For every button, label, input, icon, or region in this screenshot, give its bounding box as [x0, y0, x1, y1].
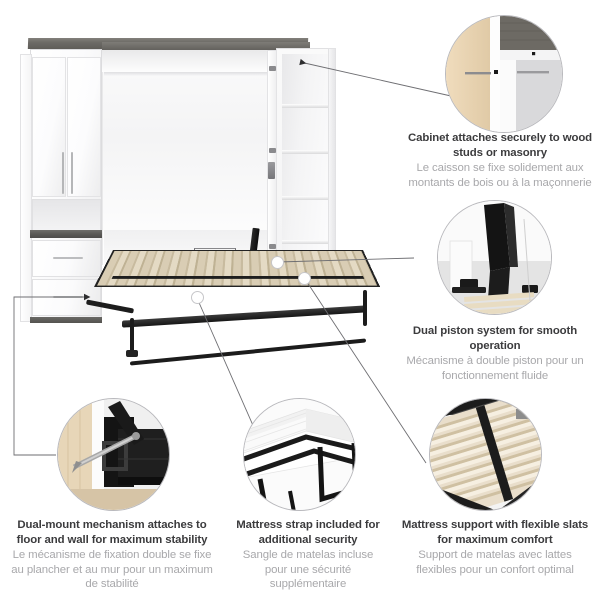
- callout-en-dual-piston: Dual piston system for smooth operation: [412, 325, 578, 352]
- bed-center-rail: [111, 276, 365, 279]
- callout-fr-dual-mount: Le mécanisme de fixation double se fixe …: [11, 549, 213, 591]
- door-handle-right: [71, 152, 73, 194]
- callout-text-mattress-strap: Mattress strap included for additional s…: [232, 518, 384, 592]
- bed-foot-cap: [126, 350, 138, 357]
- callout-text-dual-mount: Dual-mount mechanism attaches to floor a…: [8, 518, 216, 592]
- drawer-pull: [53, 296, 83, 298]
- bed-foot-bar: [130, 338, 366, 366]
- cabinet-door-left: [32, 57, 66, 197]
- callout-photo-dual-mount: [57, 398, 170, 511]
- callout-photo-cabinet-anchoring: [445, 15, 563, 133]
- bed-recess-inner-shadow: [104, 72, 276, 76]
- callout-en-mattress-strap: Mattress strap included for additional s…: [236, 519, 380, 546]
- drawer-pull: [53, 257, 83, 259]
- hotspot-mattress-strap[interactable]: [191, 291, 204, 304]
- callout-fr-dual-piston: Mécanisme à double piston pour un foncti…: [406, 355, 584, 382]
- hinge-icon: [269, 66, 276, 71]
- callout-text-mattress-support: Mattress support with flexible slats for…: [400, 518, 590, 577]
- callout-text-cabinet-anchoring: Cabinet attaches securely to wood studs …: [404, 131, 596, 190]
- cabinet-base-plinth: [30, 317, 102, 323]
- door-handle-left: [62, 152, 64, 194]
- bookcase-shelf: [282, 196, 328, 200]
- bookcase-shelf: [282, 104, 328, 108]
- bookcase-shelf: [282, 240, 328, 244]
- bed-recess-top-shadow: [102, 50, 278, 72]
- callout-photo-mattress-support: [429, 398, 542, 511]
- callout-fr-cabinet-anchoring: Le caisson se fixe solidement aux montan…: [408, 162, 592, 189]
- bookcase-side-panel: [328, 48, 336, 278]
- bed-front-rail: [122, 305, 366, 328]
- bed-recess-panel: [102, 50, 280, 265]
- hotspot-mattress-support[interactable]: [298, 272, 311, 285]
- storage-cabinet-side: [20, 54, 32, 322]
- bed-latch: [268, 162, 275, 179]
- callout-photo-dual-piston: [437, 200, 552, 315]
- cabinet-drawer-bottom: [32, 279, 101, 316]
- callout-photo-mattress-strap: [243, 398, 356, 511]
- hotspot-dual-piston[interactable]: [271, 256, 284, 269]
- callout-en-dual-mount: Dual-mount mechanism attaches to floor a…: [16, 519, 208, 546]
- callout-fr-mattress-support: Support de matelas avec lattes flexibles…: [416, 549, 574, 576]
- callout-en-cabinet-anchoring: Cabinet attaches securely to wood studs …: [407, 132, 593, 159]
- callout-en-mattress-support: Mattress support with flexible slats for…: [401, 519, 589, 546]
- callout-text-dual-piston: Dual piston system for smooth operation …: [396, 324, 594, 383]
- callout-fr-mattress-strap: Sangle de matelas incluse pour une sécur…: [242, 549, 374, 591]
- hinge-icon: [269, 148, 276, 153]
- bed-leg-left: [130, 318, 134, 356]
- bed-leg-right: [363, 290, 367, 326]
- cabinet-top-surface-back: [102, 42, 310, 50]
- cabinet-counter-surface: [30, 230, 102, 238]
- cabinet-drawer-top: [32, 240, 101, 277]
- cabinet-open-shelf: [32, 199, 101, 231]
- slat-platform: [93, 250, 381, 288]
- bookcase-shelf: [282, 150, 328, 154]
- hinge-icon: [269, 244, 276, 249]
